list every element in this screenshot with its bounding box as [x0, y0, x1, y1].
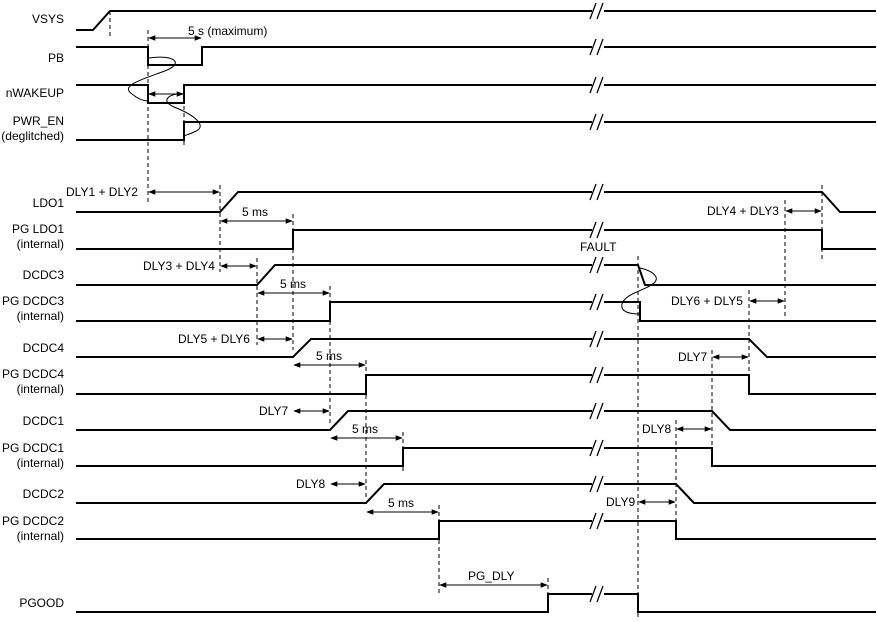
break-mark-ldo1: [589, 183, 604, 201]
ldo1-pg-delay-text: 5 ms: [242, 205, 268, 219]
fault-text: FAULT: [580, 240, 617, 254]
pg-dcdc4-wave: [76, 374, 876, 395]
vsys-wave: [76, 10, 876, 31]
dcdc4-pg-delay-text: 5 ms: [316, 349, 342, 363]
pb-label: PB: [48, 51, 64, 65]
pg-ldo1-sublabel: (internal): [17, 237, 64, 251]
pgood-wave: [76, 593, 876, 613]
break-mark-pgood: [589, 585, 604, 603]
nwakeup-wave: [76, 84, 876, 104]
break-mark-pwr-en: [589, 113, 604, 131]
break-mark-pg-dcdc1: [589, 439, 604, 457]
pb-to-nwakeup-loop: [128, 56, 176, 102]
break-mark-dcdc2: [589, 475, 604, 493]
dly8-down-text: DLY8: [642, 422, 671, 436]
pb-wave: [76, 46, 876, 66]
pg-ldo1-wave: [76, 229, 876, 250]
dly7-up-text: DLY7: [259, 404, 288, 418]
break-mark-dcdc1: [589, 402, 604, 420]
pg-dcdc2-label: PG DCDC2: [2, 514, 64, 528]
break-mark-pg-dcdc2: [589, 512, 604, 530]
dcdc4-label: DCDC4: [23, 341, 65, 355]
break-mark-pg-dcdc3: [589, 293, 604, 311]
dcdc2-wave: [76, 483, 876, 504]
time-break-marks: [589, 2, 604, 603]
dcdc4-wave: [76, 338, 876, 358]
pg-dcdc3-wave: [76, 301, 876, 322]
dly4-dly3-text: DLY4 + DLY3: [707, 204, 779, 218]
dcdc3-label: DCDC3: [23, 268, 65, 282]
pg-dcdc1-wave: [76, 447, 876, 467]
dcdc2-label: DCDC2: [23, 487, 65, 501]
pg-dcdc1-sublabel: (internal): [17, 456, 64, 470]
dly3-dly4-text: DLY3 + DLY4: [143, 259, 215, 273]
nwakeup-to-pwr-en-loop: [166, 93, 201, 137]
dcdc1-wave: [76, 410, 876, 431]
pwr-en-label: PWR_EN: [13, 114, 64, 128]
pg-ldo1-label: PG LDO1: [12, 222, 64, 236]
dcdc1-label: DCDC1: [23, 414, 65, 428]
dcdc2-pg-delay-text: 5 ms: [388, 496, 414, 510]
dcdc3-wave: [76, 264, 876, 286]
pb-timeout-text: 5 s (maximum): [188, 24, 267, 38]
nwakeup-label: nWAKEUP: [6, 86, 64, 100]
break-mark-pg-ldo1: [589, 221, 604, 239]
vsys-label: VSYS: [32, 12, 64, 26]
dly5-dly6-text: DLY5 + DLY6: [178, 332, 250, 346]
timing-arrows: [148, 35, 822, 588]
causality-loops: [128, 56, 657, 315]
break-mark-nwakeup: [589, 76, 604, 94]
pg-dcdc3-sublabel: (internal): [17, 309, 64, 323]
pg-dly-text: PG_DLY: [468, 569, 514, 583]
dly7-down-text: DLY7: [678, 350, 707, 364]
dly6-dly5-text: DLY6 + DLY5: [671, 294, 743, 308]
signal-labels: VSYS PB nWAKEUP PWR_EN (deglitched) LDO1…: [1, 12, 64, 610]
pg-dcdc1-label: PG DCDC1: [2, 441, 64, 455]
reference-lines: [109, 11, 823, 618]
ldo1-label: LDO1: [33, 196, 65, 210]
pg-dcdc4-label: PG DCDC4: [2, 367, 64, 381]
break-mark-dcdc3: [589, 256, 604, 274]
pwr-en-sublabel: (deglitched): [1, 129, 64, 143]
pg-dcdc2-sublabel: (internal): [17, 529, 64, 543]
ldo1-wave: [76, 191, 876, 213]
pg-dcdc2-wave: [76, 520, 876, 540]
waveforms: [76, 10, 876, 613]
break-mark-vsys: [589, 2, 604, 20]
pg-dcdc3-label: PG DCDC3: [2, 294, 64, 308]
break-mark-pb: [589, 38, 604, 56]
dcdc1-pg-delay-text: 5 ms: [352, 422, 378, 436]
dcdc3-pg-delay-text: 5 ms: [280, 277, 306, 291]
pg-dcdc4-sublabel: (internal): [17, 382, 64, 396]
dly8-up-text: DLY8: [296, 477, 325, 491]
timing-annotations: 5 s (maximum) DLY1 + DLY2 5 ms DLY4 + DL…: [66, 24, 779, 583]
break-mark-pg-dcdc4: [589, 366, 604, 384]
fault-to-pg-dcdc3-loop: [621, 267, 657, 315]
dly1-dly2-text: DLY1 + DLY2: [66, 185, 138, 199]
break-mark-dcdc4: [589, 330, 604, 348]
dly9-text: DLY9: [606, 495, 635, 509]
pgood-label: PGOOD: [19, 596, 64, 610]
